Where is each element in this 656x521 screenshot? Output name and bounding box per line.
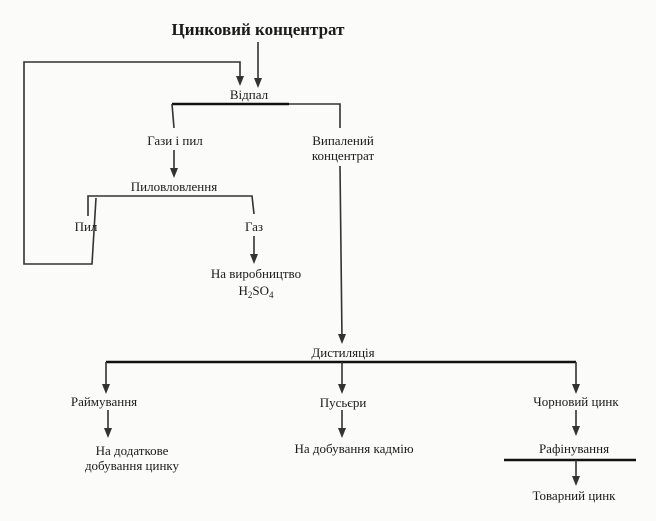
node-additional-zinc: На додаткове добування цинку: [85, 443, 179, 473]
node-roasted-concentrate: Випалений концентрат: [312, 133, 374, 163]
node-h2so4-formula: H2SO4: [211, 283, 301, 300]
node-gases-dust: Гази і пил: [147, 133, 203, 148]
node-cadmium: На добування кадмію: [294, 441, 414, 456]
node-roasting: Відпал: [229, 87, 269, 102]
connector-roasting-right: [289, 103, 341, 128]
node-h2so4: На виробництво H2SO4: [210, 266, 302, 300]
diagram-title: Цинковий концентрат: [171, 20, 345, 39]
node-refining: Рафінування: [538, 441, 610, 456]
node-h2so4-line1: На виробництво: [210, 266, 302, 281]
node-dust-collection: Пиловловлення: [130, 179, 218, 194]
connector-roasting-left: [171, 103, 175, 129]
formula-sub-2: 2: [247, 290, 253, 300]
node-roasted-concentrate-line2: концентрат: [311, 148, 375, 163]
dust-return-loop: [23, 61, 241, 265]
arrow-head: [572, 426, 580, 436]
node-commercial-zinc: Товарний цинк: [532, 488, 616, 503]
arrow-head: [338, 334, 346, 344]
arrow-head: [338, 428, 346, 438]
node-raiming: Раймування: [70, 394, 138, 409]
arrow-head: [102, 384, 110, 394]
arrow-head: [170, 168, 178, 178]
node-additional-zinc-line1: На додаткове: [95, 443, 169, 458]
formula-h: H: [238, 283, 248, 298]
formula-sub-4: 4: [269, 290, 274, 300]
arrow-head: [572, 384, 580, 394]
formula-so: SO: [252, 283, 270, 298]
node-crude-zinc: Чорновий цинк: [533, 394, 619, 409]
dust-collection-branch: [87, 195, 255, 216]
node-distillation: Дистиляція: [311, 345, 375, 360]
node-roasted-concentrate-line1: Випалений: [312, 133, 374, 148]
node-zinc-dust: Пусьєри: [319, 395, 367, 410]
node-dust: Пил: [74, 219, 98, 234]
arrow-head: [254, 78, 262, 88]
arrow-head: [338, 384, 346, 394]
arrow-head: [572, 476, 580, 486]
connector-concentrate-distillation: [339, 165, 343, 341]
arrow-head: [104, 428, 112, 438]
node-gas: Газ: [244, 219, 264, 234]
arrow-head: [236, 76, 244, 86]
node-additional-zinc-line2: добування цинку: [84, 458, 180, 473]
arrow-head: [250, 254, 258, 264]
